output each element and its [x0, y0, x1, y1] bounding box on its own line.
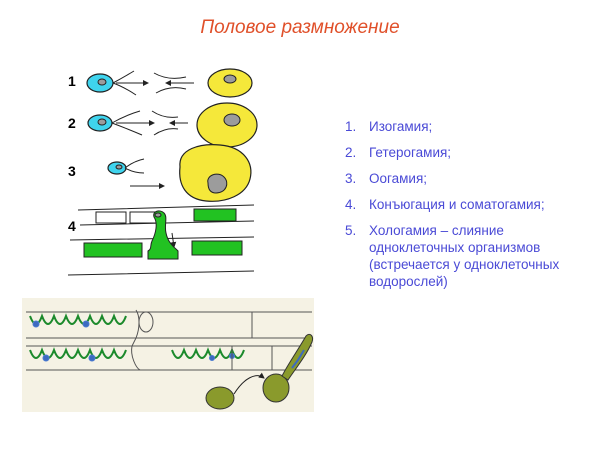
isogamy-gametes: [86, 68, 253, 98]
list-item-number: 5.: [345, 223, 357, 238]
list-item-text: Хологамия – слияние одноклеточных органи…: [369, 223, 560, 289]
list-item-number: 4.: [345, 197, 357, 212]
list-item: 4. Конъюгация и соматогамия;: [345, 196, 585, 213]
list-item-number: 2.: [345, 145, 357, 160]
reproduction-diagram: 1 2 3 4: [60, 65, 260, 295]
microscope-drawing-svg: [22, 298, 314, 412]
row-label-3: 3: [68, 163, 76, 179]
row-label-1: 1: [68, 73, 76, 89]
row-label-2: 2: [68, 115, 76, 131]
heterogamy-gametes: [87, 102, 258, 148]
list-item-text: Изогамия;: [369, 119, 433, 134]
list-item-number: 1.: [345, 119, 357, 134]
list-item-text: Гетерогамия;: [369, 145, 452, 160]
list-item: 3. Оогамия;: [345, 170, 585, 187]
conjugation-filaments: [67, 204, 255, 276]
oogamy-gametes: [107, 144, 252, 202]
slide-title: Половое размножение: [200, 17, 400, 38]
reproduction-types-list: 1. Изогамия; 2. Гетерогамия; 3. Оогамия;…: [345, 118, 585, 299]
microscope-drawing: [22, 298, 314, 412]
row-label-4: 4: [68, 218, 76, 234]
list-item: 5. Хологамия – слияние одноклеточных орг…: [345, 222, 585, 290]
list-item-text: Конъюгация и соматогамия;: [369, 197, 545, 212]
diagram-svg: [67, 68, 258, 276]
list-item-text: Оогамия;: [369, 171, 428, 186]
list-item: 1. Изогамия;: [345, 118, 585, 135]
list-item: 2. Гетерогамия;: [345, 144, 585, 161]
list-item-number: 3.: [345, 171, 357, 186]
